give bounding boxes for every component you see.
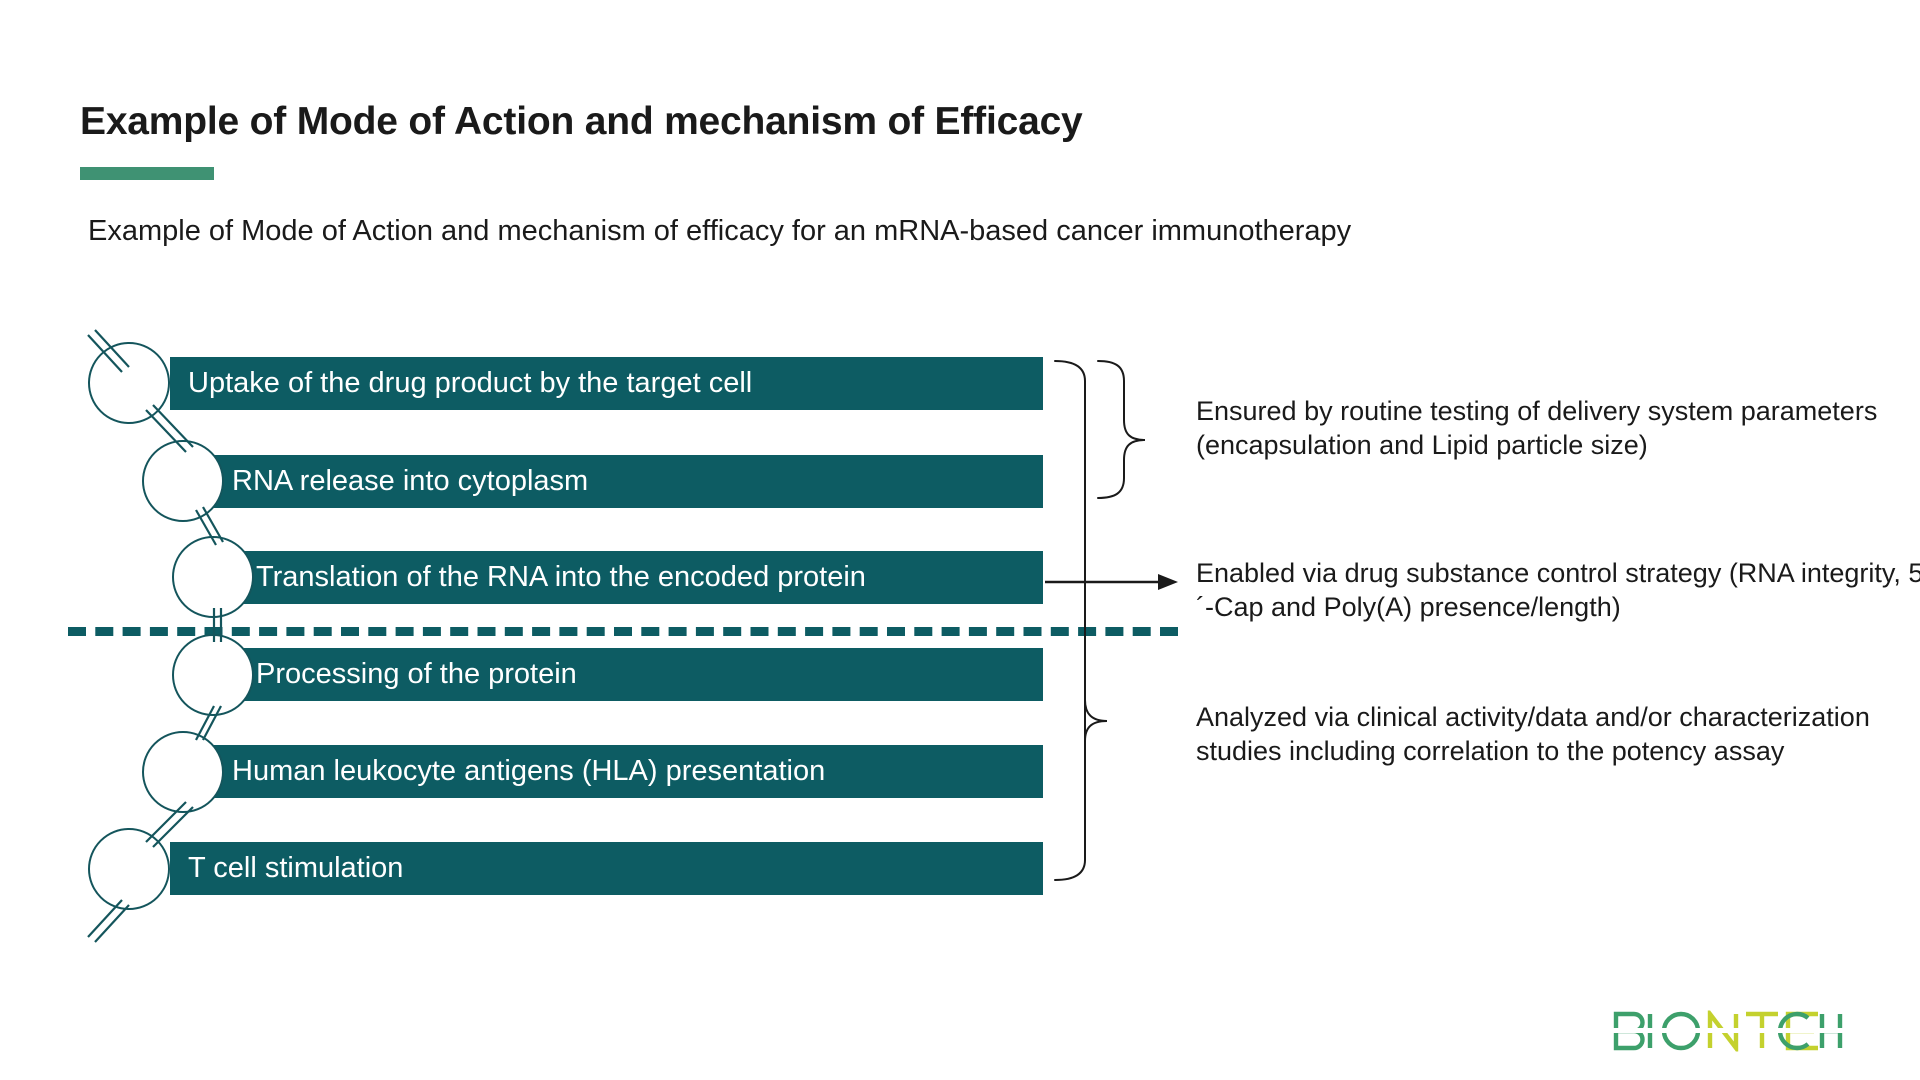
biontech-logo [1612, 1008, 1844, 1054]
flow-node-circle-6 [88, 828, 170, 910]
annotation-note-2: Enabled via drug substance control strat… [1196, 558, 1920, 623]
phase-divider-dashed-line [68, 627, 1178, 636]
flow-node-circle-5 [142, 731, 224, 813]
logo-letters-bio [1613, 1011, 1701, 1051]
flow-step-bar-5[interactable] [212, 745, 1043, 798]
annotation-note-3: Analyzed via clinical activity/data and/… [1196, 702, 1870, 767]
flow-step-bar-6[interactable] [170, 842, 1043, 895]
flow-step-bar-4[interactable] [236, 648, 1043, 701]
logo-letters-nte [1707, 1008, 1818, 1054]
page-subtitle: Example of Mode of Action and mechanism … [88, 215, 1352, 247]
flow-node-circle-1 [88, 342, 170, 424]
flow-step-bar-1[interactable] [170, 357, 1043, 410]
flow-step-bar-2[interactable] [212, 455, 1043, 508]
flow-node-circle-4 [172, 634, 254, 716]
title-accent-rule [80, 167, 214, 180]
flow-node-circle-2 [142, 440, 224, 522]
flow-step-bar-3[interactable] [236, 551, 1043, 604]
flow-node-circle-3 [172, 536, 254, 618]
page-title: Example of Mode of Action and mechanism … [80, 100, 1083, 143]
logo-letters-ch [1777, 1011, 1843, 1051]
annotation-note-1: Ensured by routine testing of delivery s… [1196, 396, 1878, 461]
biontech-logo-wordmark [1613, 1008, 1843, 1054]
